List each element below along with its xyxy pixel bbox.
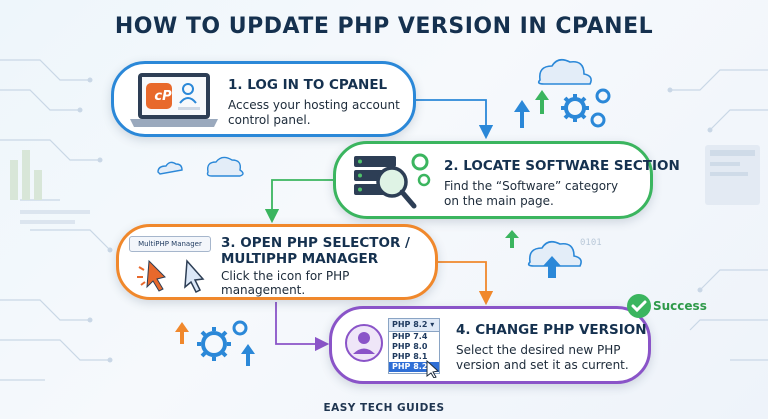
php-dropdown-selected[interactable]: PHP 8.2 ▾ [389,319,439,332]
cpanel-logo: cP [154,89,172,104]
chevron-down-icon: ▾ [430,320,435,329]
step-4-card: 4. CHANGE PHP VERSION Select the desired… [329,306,651,384]
arrow-up-icon [514,90,549,128]
step-1-card: cP 1. LOG IN TO CPANEL Access your hosti… [111,61,416,137]
step-3-heading-line1: 3. OPEN PHP SELECTOR / [221,235,410,251]
step-4-desc-line2: version and set it as current. [456,358,629,372]
step-1-desc-line2: control panel. [228,113,311,127]
step-2-heading: 2. LOCATE SOFTWARE SECTION [444,158,680,174]
gear-icon [590,88,611,128]
gear-icon [564,97,586,119]
step-1-heading: 1. LOG IN TO CPANEL [228,77,388,93]
step-3-desc-line1: Click the icon for PHP [221,269,350,283]
step-2-card: 2. LOCATE SOFTWARE SECTION Find the “Sof… [333,141,680,219]
php-option[interactable]: PHP 7.4 [392,332,428,341]
page-title: HOW TO UPDATE PHP VERSION IN CPANEL [114,14,654,39]
php-option-highlighted[interactable]: PHP 8.2 [389,362,439,372]
gear-icon [201,331,227,357]
cloud-icon [157,156,244,177]
cursor-icon [137,259,205,294]
step-2-desc-line2: on the main page. [444,194,554,208]
multiphp-manager-button[interactable]: MultiPHP Manager [129,236,211,252]
step-1-desc-line1: Access your hosting account [228,98,400,112]
footer-brand: EASY TECH GUIDES [323,402,445,414]
php-option[interactable]: PHP 8.0 [392,342,428,351]
cloud-icon [527,240,582,267]
binary-text: 0101 [580,238,602,248]
user-avatar-icon [345,324,383,362]
cpanel-laptop-icon [130,73,218,127]
cursor-icon [426,360,440,378]
step-2-desc-line1: Find the “Software” category [444,179,619,193]
step-3-desc-line2: management. [221,283,306,297]
check-circle-icon [627,294,651,318]
success-label: Success [653,299,707,313]
php-option[interactable]: PHP 8.1 [392,352,428,361]
step-4-heading: 4. CHANGE PHP VERSION [456,322,647,338]
server-search-icon [354,153,431,209]
cloud-icon [537,58,592,85]
step-3-heading-line2: MULTIPHP MANAGER [221,251,379,267]
step-4-desc-line1: Select the desired new PHP [456,343,621,357]
